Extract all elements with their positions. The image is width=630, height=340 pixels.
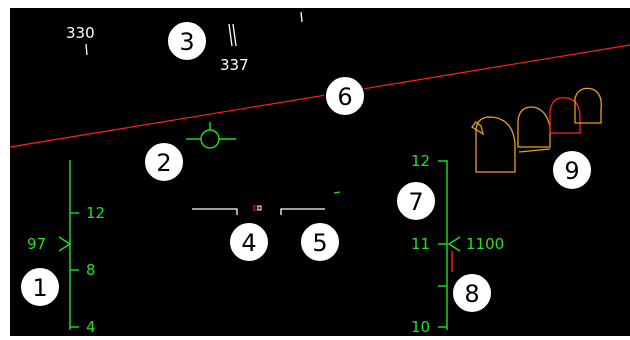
altitude-tape: 12 11 10 1100	[411, 152, 504, 336]
svg-text:7: 7	[408, 188, 423, 216]
heading-tape: 330 337	[66, 11, 303, 74]
speed-tick-label: 8	[86, 261, 96, 279]
svg-text:9: 9	[564, 157, 579, 185]
svg-text:4: 4	[241, 229, 256, 257]
altitude-tick-label: 10	[411, 318, 430, 336]
heading-tick	[232, 23, 237, 47]
flight-path-vector-icon	[186, 122, 236, 149]
heading-tick	[228, 23, 233, 47]
svg-text:3: 3	[179, 28, 194, 56]
cloud-map-icon	[471, 87, 602, 173]
current-speed: 97	[27, 235, 46, 253]
callout-9: 9	[551, 149, 593, 191]
altitude-tick-label: 11	[411, 235, 430, 253]
current-altitude: 1100	[466, 235, 504, 253]
callout-5: 5	[299, 221, 341, 263]
speed-pointer-icon	[58, 236, 72, 252]
svg-text:1: 1	[32, 274, 47, 302]
callout-2: 2	[143, 141, 185, 183]
altitude-pointer-icon	[447, 236, 461, 252]
heading-label-337: 337	[220, 56, 249, 74]
callout-4: 4	[228, 221, 270, 263]
display-background	[10, 8, 630, 336]
speed-tick-label: 12	[86, 204, 105, 222]
speed-tick-label: 4	[86, 318, 96, 336]
svg-text:5: 5	[312, 229, 327, 257]
altitude-tick-label: 12	[411, 152, 430, 170]
svg-text:8: 8	[464, 280, 479, 308]
heading-tick	[85, 43, 88, 56]
callout-7: 7	[395, 180, 437, 222]
callout-8: 8	[451, 272, 493, 314]
heading-tick	[300, 11, 303, 23]
horizon-line-icon	[9, 44, 630, 148]
heading-label-330: 330	[66, 24, 95, 42]
callout-3: 3	[166, 20, 208, 62]
svg-text:2: 2	[156, 149, 171, 177]
aircraft-reference-symbol-icon	[192, 191, 341, 215]
svg-text:6: 6	[337, 83, 352, 111]
speed-tape: 12 8 4 97	[27, 160, 105, 336]
callout-6: 6	[324, 75, 366, 117]
callout-1: 1	[19, 266, 61, 308]
